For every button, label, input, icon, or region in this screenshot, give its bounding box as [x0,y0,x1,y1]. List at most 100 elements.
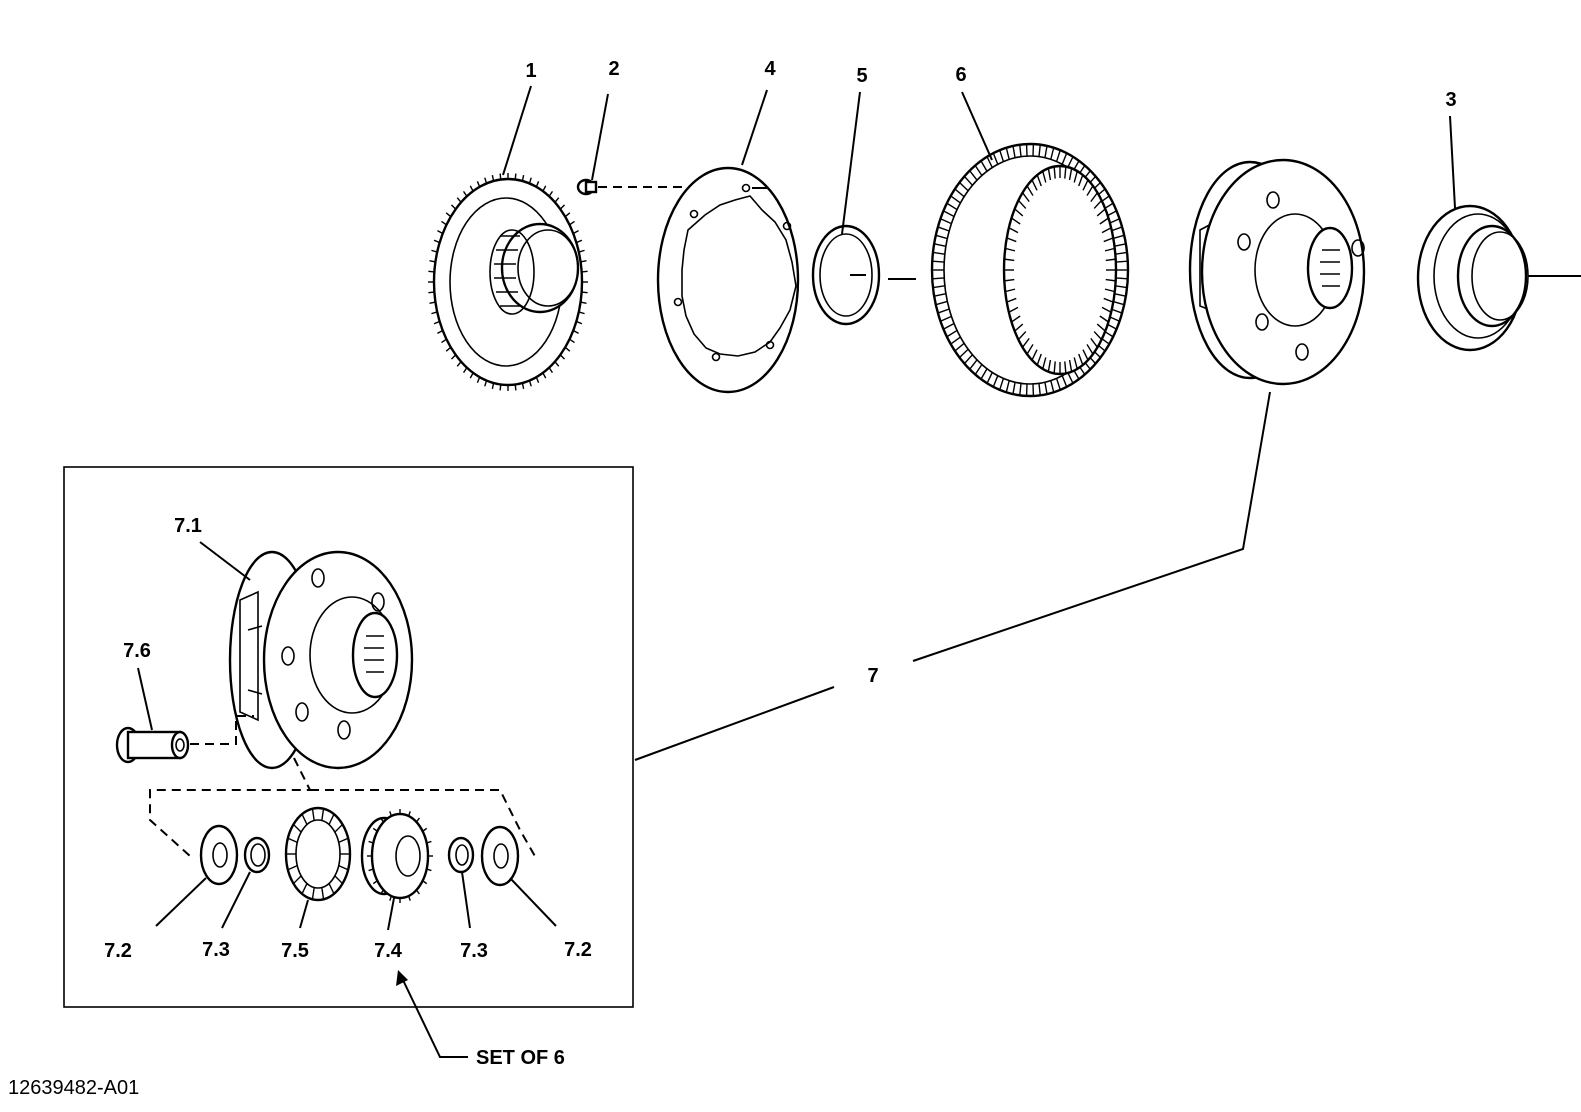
ring-gear-tooth [1012,145,1016,158]
sprocket-tooth [559,354,566,360]
ring-gear-inner-tooth [1064,166,1067,179]
sprocket-tooth [554,197,560,203]
dash-bracket-left [149,757,312,857]
sprocket-tooth [499,173,502,180]
set-of-6-note: SET OF 6 [476,1047,565,1069]
dash-bracket-right [310,789,537,859]
ring-gear-inner-tooth [1008,227,1019,234]
label-7-6: 7.6 [123,640,151,662]
ring-gear-inner-tooth [1099,217,1109,225]
label-6: 6 [955,64,966,86]
ring-gear-inner-tooth [1103,297,1114,303]
sprocket-tooth [514,384,517,391]
ring-gear-tooth [940,315,952,322]
ring-gear-inner-tooth [1031,179,1038,191]
ring-gear-tooth [1115,285,1128,289]
part-4-plate [656,166,800,394]
ring-gear-tooth [1005,147,1010,160]
ring-gear-inner-tooth [1047,359,1052,372]
needle-roller [334,823,344,833]
ring-gear-inner-tooth [1004,258,1015,262]
planet-gear-tooth [407,895,411,901]
planet-gear-tooth [422,827,428,832]
planet-gear-tooth [415,889,420,895]
ring-gear-tooth [969,359,978,370]
sprocket-tooth [514,173,517,180]
ring-gear-tooth [959,181,969,192]
sprocket-tooth [580,301,587,304]
sprocket-tooth [535,376,540,383]
ring-gear-tooth [992,152,999,165]
ring-gear-inner-tooth [1101,306,1112,313]
sprocket-tooth [429,260,436,263]
ring-gear-inner-tooth [1103,237,1114,243]
part-6-ring-gear [930,142,1130,398]
leader-1 [502,85,532,176]
part-7-3-spacer-left [243,836,271,874]
planet-gear-tooth [368,868,374,872]
ring-gear-tooth [950,195,961,204]
ring-gear-tooth [1005,380,1010,393]
ring-gear-tooth [969,170,978,181]
planet-gear-tooth [415,817,420,823]
ring-gear-tooth [937,308,950,314]
sprocket-tooth [433,239,440,244]
ring-gear-tooth [980,368,988,380]
ring-gear-inner-tooth [1005,288,1016,293]
part-7-5-needle-bearing [284,806,352,902]
ring-gear-inner-tooth [1104,288,1115,293]
label-7-1: 7.1 [174,515,202,537]
label-5: 5 [856,65,867,87]
sprocket-tooth [499,384,502,391]
needle-roller [301,813,308,825]
planet-gear-tooth [422,880,428,885]
ring-gear-tooth [1050,147,1055,160]
needle-roller [301,883,308,895]
label-4: 4 [764,58,776,80]
leader-2 [591,93,609,181]
sprocket-tooth [580,260,587,263]
needle-roller [338,864,349,871]
sprocket-tooth [521,382,525,390]
sprocket-tooth [484,177,488,184]
ring-gear-inner-tooth [1011,315,1021,323]
ring-gear-inner-tooth [1026,344,1034,355]
set-of-6-arrowhead [396,970,408,986]
sprocket-tooth [521,174,525,182]
needle-roller [321,887,325,900]
leader-dash-7-6 [190,715,254,745]
sprocket-tooth [445,212,452,218]
ring-gear-inner-tooth [1086,344,1094,355]
ring-gear-inner-tooth [1053,166,1056,179]
sprocket-tooth [450,354,457,360]
ring-gear-tooth [1067,372,1074,384]
ring-gear-tooth [1019,144,1022,157]
ring-gear-inner-tooth [1036,353,1042,366]
ring-gear-tooth [1044,382,1048,395]
planet-gear-tooth [372,827,378,832]
leader-6 [961,91,993,161]
ring-gear-tooth [959,348,969,359]
ring-gear-tooth [932,285,945,289]
leader-7-4 [387,897,395,931]
ring-gear-inner-tooth [1082,349,1089,361]
sprocket-tooth [581,291,588,294]
needle-roller [292,823,302,833]
needle-roller [334,875,344,885]
detail-box [63,466,634,1008]
ring-gear-tooth [1055,378,1061,391]
sprocket-tooth [469,185,474,192]
sprocket-tooth [528,380,532,387]
part-7-1-carrier [228,550,414,770]
ring-gear-inner-tooth [1006,297,1017,303]
leader-7-1 [199,541,251,581]
ring-gear-inner-tooth [1011,217,1021,225]
ring-gear-inner-tooth [1104,247,1115,252]
ring-gear-tooth [946,329,958,338]
sprocket-tooth [469,372,474,379]
ring-gear-tooth [943,210,955,218]
planet-gear-tooth [380,817,385,823]
ring-gear-inner-tooth [1099,315,1109,323]
sprocket-tooth [578,249,585,253]
ring-gear-tooth [946,202,958,211]
